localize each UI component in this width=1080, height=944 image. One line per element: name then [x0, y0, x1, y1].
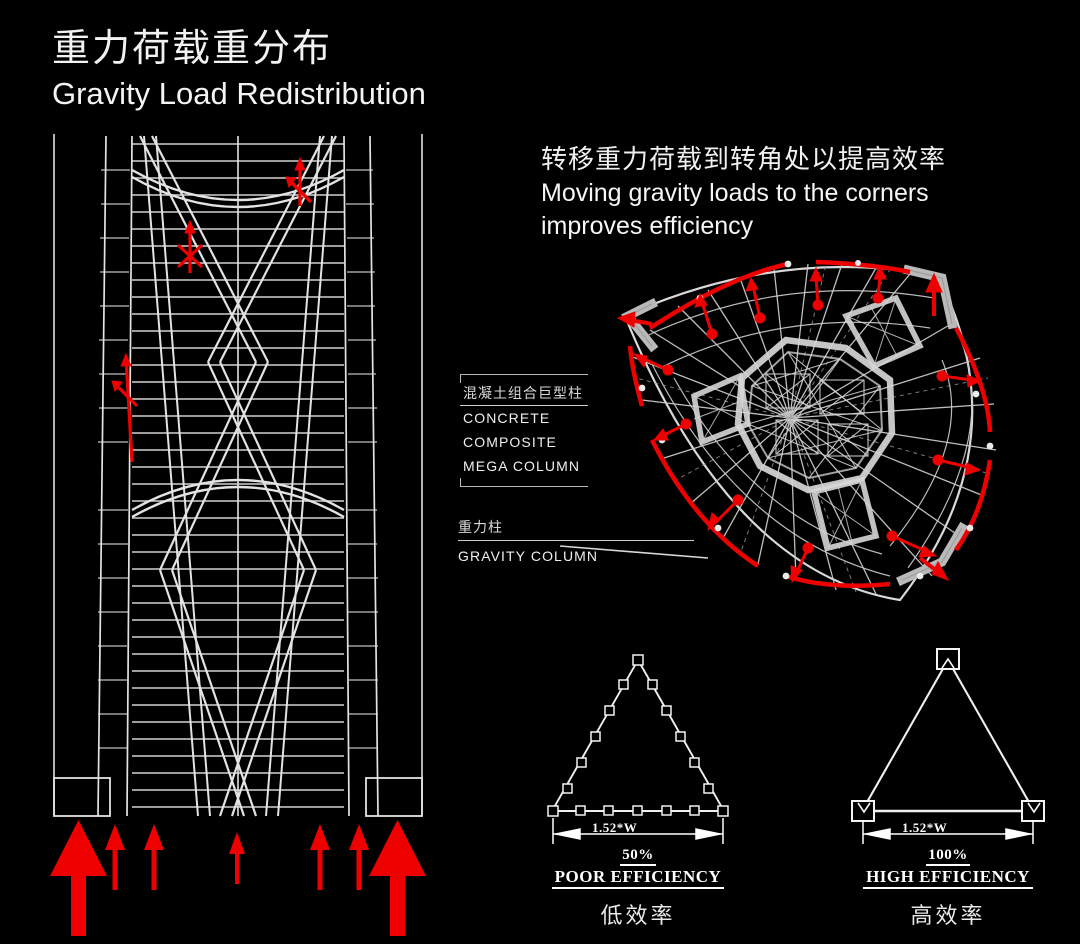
dimension-line — [862, 820, 1034, 844]
high-efficiency-triangle — [851, 648, 1045, 844]
page-title-cn: 重力荷载重分布 — [52, 28, 333, 70]
callout-mega-column-en3: MEGA COLUMN — [463, 458, 581, 474]
high-efficiency-label: HIGH EFFICIENCY — [863, 867, 1033, 889]
poor-efficiency-percent: 50% — [620, 847, 656, 866]
structural-node — [851, 648, 1045, 822]
perimeter-ring-beams — [641, 290, 973, 577]
callout-mega-column-en1: CONCRETE — [463, 410, 551, 426]
gravity-load-transfer-arrows — [632, 264, 982, 584]
perimeter-load-segments — [627, 259, 993, 589]
high-efficiency-cn: 高效率 — [910, 903, 986, 928]
poor-efficiency-triangle — [547, 654, 729, 844]
callout-bracket-bottom — [460, 478, 588, 487]
load-arrow-small — [349, 824, 369, 890]
load-arrow-large-left — [50, 820, 107, 936]
subtitle-en-line2: improves efficiency — [541, 212, 754, 240]
tower-facade-elevation — [53, 134, 423, 817]
poor-efficiency-caption: 50% POOR EFFICIENCY 低效率 — [508, 846, 768, 930]
subtitle: 转移重力荷载到转角处以提高效率 Moving gravity loads to … — [541, 142, 1041, 243]
poor-efficiency-cn: 低效率 — [600, 903, 676, 928]
callout-gravity-column-en: GRAVITY COLUMN — [458, 548, 599, 564]
gravity-column-leader-line — [560, 545, 709, 559]
structural-node — [547, 654, 729, 817]
high-efficiency-caption: 100% HIGH EFFICIENCY 高效率 — [818, 846, 1078, 930]
page-title: 重力荷载重分布 Gravity Load Redistribution — [52, 26, 572, 114]
callout-divider — [460, 405, 588, 406]
load-arrow-small — [144, 824, 164, 890]
reuleaux-triangle-floor-plan — [616, 259, 997, 602]
load-arrow-small — [229, 832, 245, 884]
callout-mega-column-cn: 混凝土组合巨型柱 — [463, 385, 583, 401]
callout-mega-column-en2: COMPOSITE — [463, 434, 557, 450]
poor-efficiency-dimension: 1.52*W — [592, 820, 638, 835]
callout-bracket-top — [460, 374, 588, 383]
callout-mega-column: 混凝土组合巨型柱 CONCRETE COMPOSITE MEGA COLUMN — [460, 374, 588, 487]
subtitle-en-line1: Moving gravity loads to the corners — [541, 179, 929, 207]
poor-efficiency-label: POOR EFFICIENCY — [551, 867, 725, 889]
callout-gravity-column-cn: 重力柱 — [458, 519, 503, 535]
callout-gravity-column: 重力柱 GRAVITY COLUMN — [458, 518, 698, 565]
high-efficiency-dimension: 1.52*W — [902, 820, 948, 835]
load-arrow-small — [310, 824, 330, 890]
high-efficiency-percent: 100% — [926, 847, 970, 866]
load-arrow-small — [105, 824, 125, 890]
dimension-line — [552, 818, 724, 844]
page-title-en: Gravity Load Redistribution — [52, 76, 426, 111]
mega-column-load-arrow — [616, 272, 950, 581]
callout-divider — [458, 540, 694, 541]
gravity-load-arrows — [50, 820, 426, 936]
load-arrow-large-right — [369, 820, 426, 936]
core-truss — [690, 294, 924, 552]
subtitle-cn: 转移重力荷载到转角处以提高效率 — [541, 144, 947, 174]
